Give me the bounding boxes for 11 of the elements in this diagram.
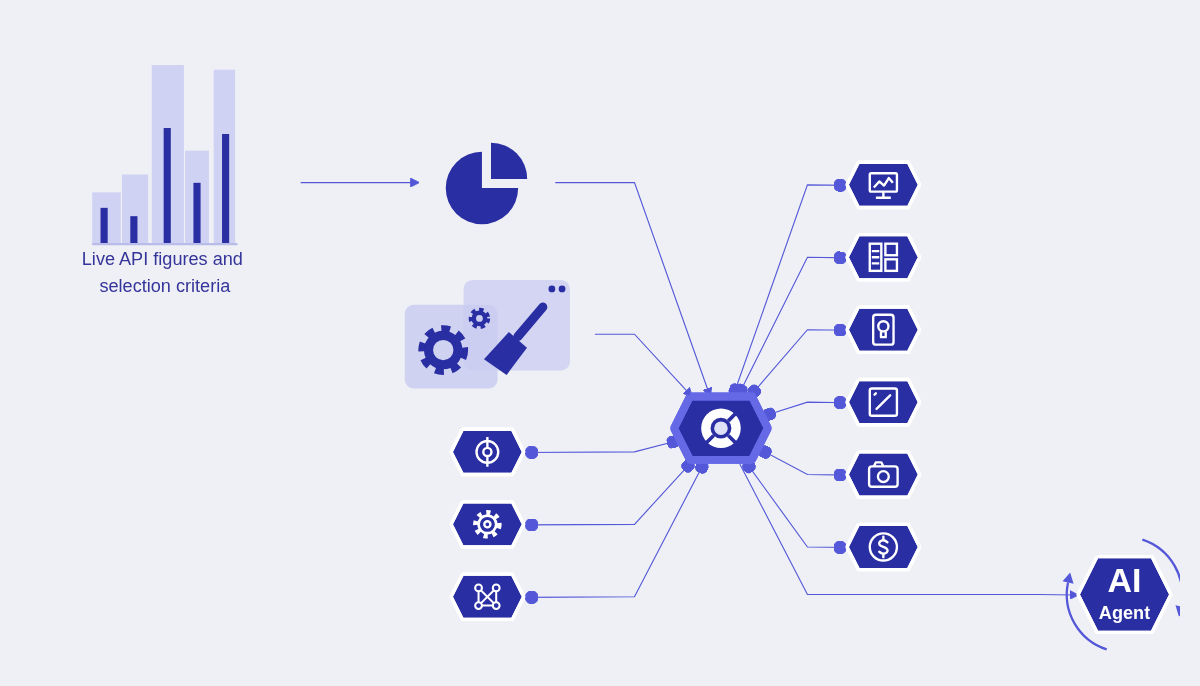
arrow — [554, 182, 713, 398]
arrow — [300, 177, 420, 188]
connector — [523, 459, 709, 605]
connector — [523, 459, 695, 532]
connector — [757, 445, 849, 482]
arrow — [594, 333, 693, 398]
connector — [747, 323, 849, 399]
connector — [761, 395, 849, 422]
connector — [728, 178, 849, 398]
arrow — [737, 459, 1080, 600]
node-label: Live API figures and selection criteria — [81, 249, 243, 296]
